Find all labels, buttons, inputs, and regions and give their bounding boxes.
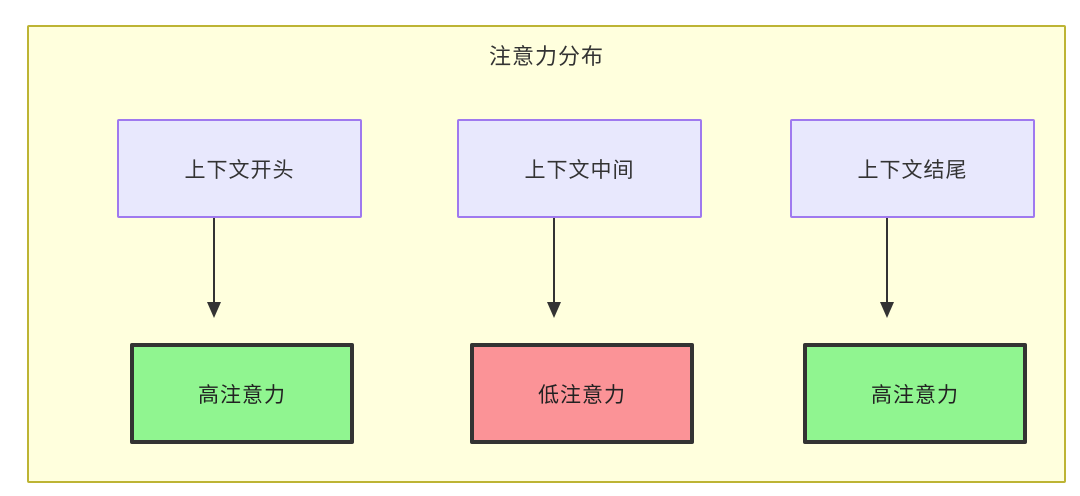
node-context-beginning[interactable]: 上下文开头: [117, 119, 362, 218]
node-label: 上下文开头: [184, 158, 295, 182]
node-label: 高注意力: [871, 383, 959, 407]
node-label: 低注意力: [538, 383, 626, 407]
node-context-end[interactable]: 上下文结尾: [790, 119, 1035, 218]
node-label: 高注意力: [198, 383, 286, 407]
attention-distribution-subgraph: 注意力分布 上下文开头 上下文中间 上下文结尾: [27, 25, 1066, 483]
node-label: 上下文结尾: [857, 158, 968, 182]
subgraph-title: 注意力分布: [488, 44, 604, 69]
node-high-attention-end[interactable]: 高注意力: [803, 343, 1027, 444]
node-label: 上下文中间: [524, 158, 635, 182]
node-high-attention-start[interactable]: 高注意力: [130, 343, 354, 444]
node-context-middle[interactable]: 上下文中间: [457, 119, 702, 218]
node-low-attention-middle[interactable]: 低注意力: [470, 343, 694, 444]
